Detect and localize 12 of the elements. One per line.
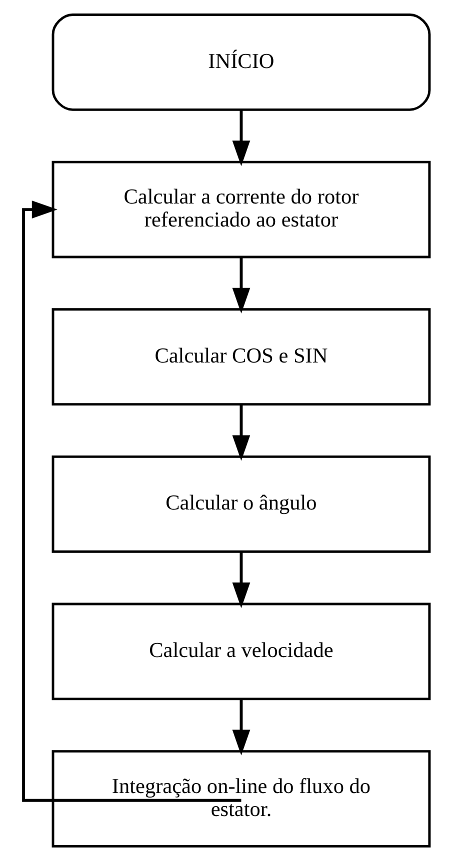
arrow: [232, 405, 250, 461]
node-box: Calcular a velocidade: [51, 602, 430, 700]
node-box: Calcular a corrente do rotor referenciado ao estator: [51, 160, 430, 258]
node-box: Calcular COS e SIN: [51, 308, 430, 406]
node-box: Calcular o ângulo: [51, 455, 430, 553]
arrow: [22, 200, 241, 802]
node-box: Integração on-line do fluxo do estator.: [51, 750, 430, 848]
arrow: [232, 110, 250, 166]
arrow: [232, 700, 250, 756]
arrow: [232, 258, 250, 314]
arrow: [232, 552, 250, 608]
node-box: INÍCIO: [51, 14, 430, 111]
